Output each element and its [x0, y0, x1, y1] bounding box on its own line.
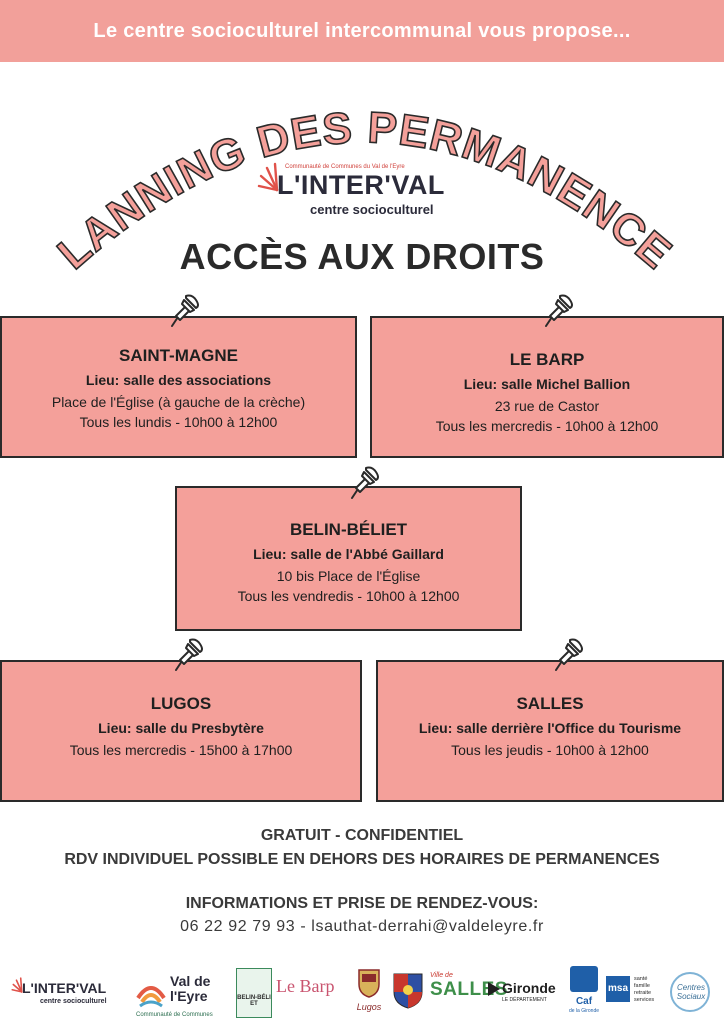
card-address: 23 rue de Castor	[494, 398, 600, 414]
card-schedule: Tous les vendredis - 10h00 à 12h00	[237, 588, 460, 604]
card-schedule: Tous les jeudis - 10h00 à 12h00	[451, 742, 649, 758]
logo-gironde: Gironde LE DÉPARTEMENT	[488, 980, 564, 1010]
card-city: LUGOS	[150, 694, 212, 713]
logo-gironde-name: Gironde	[502, 980, 556, 996]
logo-salles-top: Ville de	[430, 972, 453, 979]
card-schedule: Tous les lundis - 10h00 à 12h00	[79, 414, 278, 430]
contact-line: 06 22 92 79 93 - lsauthat-derrahi@valdel…	[180, 918, 544, 935]
card-city: SALLES	[516, 694, 584, 713]
logo-msa-sub: santé famille retraite services	[634, 976, 655, 1003]
page-heading: ACCÈS AUX DROITS	[179, 236, 545, 277]
card-place: Lieu: salle des associations	[85, 372, 272, 388]
card-place: Lieu: salle de l'Abbé Gaillard	[253, 546, 444, 562]
logo-msa: msa santé famille retraite services	[606, 976, 664, 1006]
card-saint-magne: SAINT-MAGNE Lieu: salle des associations…	[0, 316, 357, 458]
pushpin-icon	[555, 638, 583, 671]
planning-title-arc: PLANNING DES PERMANENCES	[0, 70, 681, 280]
info-title: INFORMATIONS ET PRISE DE RENDEZ-VOUS:	[185, 895, 539, 912]
pushpin-icon	[175, 638, 203, 671]
logo-caf-name: Caf	[575, 996, 593, 1007]
sunburst-icon	[11, 977, 23, 993]
logo-centres-name: Centres Sociaux	[676, 983, 706, 1001]
town-shield-icon	[393, 973, 423, 1009]
logo-salles: Ville de SALLES	[430, 972, 508, 1016]
card-place: Lieu: salle derrière l'Office du Tourism…	[418, 720, 682, 736]
sunburst-icon	[257, 162, 279, 192]
logo-tagline: Communauté de Communes du Val de l'Eyre	[285, 164, 405, 170]
card-lugos: LUGOS Lieu: salle du Presbytère Tous les…	[0, 660, 362, 802]
footer-line-appointment: RDV INDIVIDUEL POSSIBLE EN DEHORS DES HO…	[64, 851, 660, 868]
logo-centres-sociaux: Centres Sociaux	[668, 970, 714, 1016]
logo-caf-sub: de la Gironde	[568, 1008, 600, 1014]
card-schedule: Tous les mercredis - 10h00 à 12h00	[435, 418, 659, 434]
logo-caf: Caf de la Gironde	[566, 966, 602, 1020]
logo-valdeleyre-sub: Communauté de Communes	[136, 1012, 213, 1018]
logo-gironde-sub: LE DÉPARTEMENT	[502, 997, 547, 1003]
card-salles: SALLES Lieu: salle derrière l'Office du …	[376, 660, 724, 802]
logo-lugos-name: Lugos	[356, 1002, 382, 1012]
card-address: 10 bis Place de l'Église	[276, 568, 421, 584]
logo-valdeleyre: Val de l'Eyre Communauté de Communes	[134, 968, 228, 1019]
logo-interval: L'INTER'VAL centre socioculturel	[10, 974, 128, 1014]
card-city: LE BARP	[509, 350, 585, 369]
card-city: SAINT-MAGNE	[119, 346, 238, 365]
logo-le-barp: Le Barp	[276, 976, 350, 1006]
pushpin-icon	[545, 294, 573, 327]
footer-line-free: GRATUIT - CONFIDENTIEL	[260, 827, 464, 844]
card-le-barp: LE BARP Lieu: salle Michel Ballion 23 ru…	[370, 316, 724, 458]
card-city: BELIN-BÉLIET	[289, 520, 408, 539]
card-belin-beliet: BELIN-BÉLIET Lieu: salle de l'Abbé Gaill…	[175, 486, 522, 631]
partner-logos: L'INTER'VAL centre socioculturel Val de …	[0, 962, 724, 1022]
logo-name: L'INTER'VAL	[277, 170, 445, 200]
caf-emblem-icon	[570, 966, 598, 992]
logo-belin-beliet: BELIN-BÉLIET	[236, 968, 272, 1018]
interval-logo: Communauté de Communes du Val de l'Eyre …	[255, 158, 470, 218]
logo-shield	[392, 972, 424, 1012]
logo-interval-sub: centre socioculturel	[40, 998, 107, 1005]
footer-notes: GRATUIT - CONFIDENTIEL RDV INDIVIDUEL PO…	[0, 824, 724, 872]
valdeleyre-emblem-icon	[136, 986, 166, 1008]
card-place: Lieu: salle du Presbytère	[98, 720, 264, 736]
logo-lebarp-name: Le Barp	[276, 976, 335, 996]
lugos-crest-icon	[358, 969, 380, 998]
pushpin-icon	[171, 294, 199, 327]
card-schedule: Tous les mercredis - 15h00 à 17h00	[69, 742, 293, 758]
centres-sociaux-circle-icon	[670, 972, 710, 1012]
card-place: Lieu: salle Michel Ballion	[463, 376, 631, 392]
top-banner: Le centre socioculturel intercommunal vo…	[0, 0, 724, 62]
gironde-arrow-icon	[488, 982, 500, 996]
card-address: Place de l'Église (à gauche de la crèche…	[51, 394, 306, 410]
logo-subtitle: centre socioculturel	[310, 202, 434, 217]
logo-interval-name: L'INTER'VAL	[22, 980, 107, 996]
logo-valdeleyre-name: Val de l'Eyre	[170, 973, 211, 1004]
logo-belin-name: BELIN-BÉLIET	[237, 995, 271, 1007]
logo-msa-name: msa	[606, 976, 630, 1002]
pushpin-icon	[351, 466, 379, 499]
banner-text: Le centre socioculturel intercommunal vo…	[93, 19, 631, 42]
logo-lugos: Lugos	[354, 966, 384, 1020]
logo-salles-name: SALLES	[430, 979, 508, 1000]
